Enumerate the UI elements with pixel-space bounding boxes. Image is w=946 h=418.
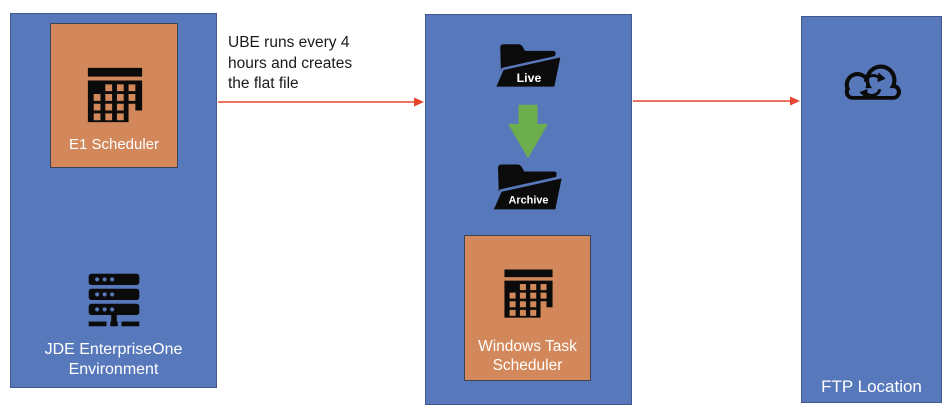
archive-folder-label: Archive <box>509 195 549 207</box>
label-line: Windows Task <box>478 338 577 355</box>
ftp-location-label: FTP Location <box>821 377 922 396</box>
annotation-line: UBE runs every 4 <box>228 34 350 51</box>
archive-folder-icon: Archive <box>490 164 565 212</box>
e1-scheduler-panel: E1 Scheduler <box>50 23 178 168</box>
cloud-sync-icon <box>844 64 901 100</box>
file-transfer-box: Live Archive Windows Task Scheduler <box>425 14 632 405</box>
label-line: JDE EnterpriseOne <box>44 341 183 358</box>
windows-task-scheduler-label: Windows Task Scheduler <box>465 337 590 375</box>
windows-task-scheduler-panel: Windows Task Scheduler <box>464 235 591 381</box>
label-line: Scheduler <box>492 357 563 374</box>
down-arrow-icon <box>507 104 549 159</box>
calendar-icon <box>504 269 553 318</box>
live-folder-icon: Live <box>493 44 564 90</box>
jde-environment-label: JDE EnterpriseOne Environment <box>11 340 216 380</box>
annotation-line: hours and creates <box>228 54 353 72</box>
arrow-jde-to-files <box>218 97 424 107</box>
server-icon <box>88 273 140 327</box>
ftp-location-box: FTP Location <box>801 16 942 403</box>
annotation-line: the flat file <box>228 75 299 92</box>
label-line: Environment <box>68 361 159 378</box>
e1-scheduler-label: E1 Scheduler <box>68 136 160 153</box>
jde-environment-box: E1 Scheduler JDE EnterpriseOne Environme… <box>10 13 217 388</box>
ube-annotation: UBE runs every 4 hours and creates the f… <box>228 33 398 95</box>
arrow-files-to-ftp <box>633 96 800 106</box>
calendar-icon <box>87 67 143 123</box>
live-folder-label: Live <box>517 71 542 85</box>
